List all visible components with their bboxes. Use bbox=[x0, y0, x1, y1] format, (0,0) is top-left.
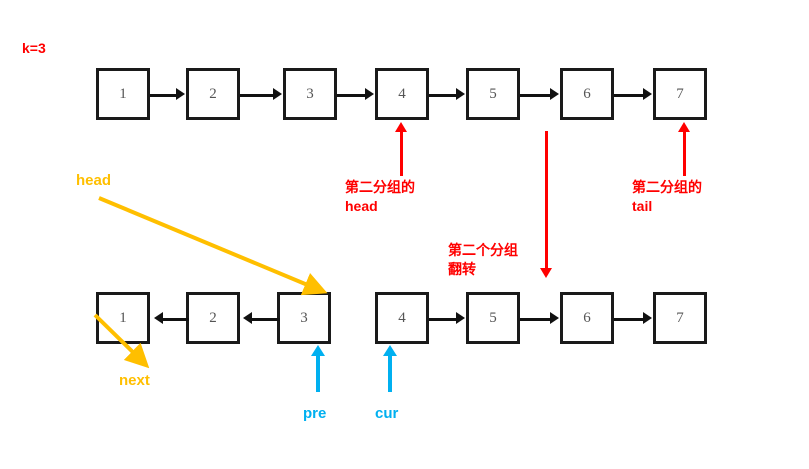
reverse-arrowhead bbox=[540, 268, 552, 278]
second-group-tail-label: 第二分组的 tail bbox=[632, 179, 702, 214]
bottom-arrowhead-6-7 bbox=[643, 312, 652, 324]
bottom-arrowhead-5-6 bbox=[550, 312, 559, 324]
top-arrowhead-6-7 bbox=[643, 88, 652, 100]
top-node-5: 5 bbox=[466, 68, 520, 120]
bottom-node-5: 5 bbox=[466, 292, 520, 344]
bottom-link-5-6 bbox=[520, 318, 552, 321]
second-group-head-arrowhead bbox=[395, 122, 407, 132]
bottom-arrowhead-2-1 bbox=[154, 312, 163, 324]
top-node-4: 4 bbox=[375, 68, 429, 120]
top-link-4-5 bbox=[429, 94, 458, 97]
top-arrowhead-3-4 bbox=[365, 88, 374, 100]
second-group-head-arrow-line bbox=[400, 132, 403, 176]
bottom-arrowhead-3-2 bbox=[243, 312, 252, 324]
reverse-operation-label: 第二个分组 翻转 bbox=[448, 242, 518, 277]
cur-pointer-label: cur bbox=[375, 405, 399, 422]
bottom-node-2: 2 bbox=[186, 292, 240, 344]
top-arrowhead-1-2 bbox=[176, 88, 185, 100]
top-node-7: 7 bbox=[653, 68, 707, 120]
bottom-link-4-5 bbox=[429, 318, 458, 321]
top-arrowhead-4-5 bbox=[456, 88, 465, 100]
pre-pointer-arrowhead bbox=[311, 345, 325, 356]
next-pointer-label: next bbox=[119, 372, 150, 389]
second-group-tail-arrowhead bbox=[678, 122, 690, 132]
top-node-3: 3 bbox=[283, 68, 337, 120]
bottom-link-2-1 bbox=[161, 318, 189, 321]
top-link-3-4 bbox=[337, 94, 367, 97]
bottom-node-1: 1 bbox=[96, 292, 150, 344]
second-group-tail-arrow-line bbox=[683, 132, 686, 176]
second-group-head-label: 第二分组的 head bbox=[345, 179, 415, 214]
top-node-2: 2 bbox=[186, 68, 240, 120]
bottom-node-4: 4 bbox=[375, 292, 429, 344]
top-arrowhead-5-6 bbox=[550, 88, 559, 100]
bottom-link-6-7 bbox=[614, 318, 645, 321]
k-value-label: k=3 bbox=[22, 40, 46, 56]
pre-pointer-arrow-line bbox=[316, 356, 320, 392]
top-link-6-7 bbox=[614, 94, 645, 97]
cur-pointer-arrow-line bbox=[388, 356, 392, 392]
top-link-5-6 bbox=[520, 94, 552, 97]
top-arrowhead-2-3 bbox=[273, 88, 282, 100]
cur-pointer-arrowhead bbox=[383, 345, 397, 356]
bottom-node-7: 7 bbox=[653, 292, 707, 344]
top-node-1: 1 bbox=[96, 68, 150, 120]
pre-pointer-label: pre bbox=[303, 405, 327, 422]
top-link-2-3 bbox=[240, 94, 275, 97]
bottom-link-3-2 bbox=[250, 318, 280, 321]
reverse-arrow-line bbox=[545, 131, 548, 269]
top-node-6: 6 bbox=[560, 68, 614, 120]
head-pointer-label: head bbox=[76, 172, 112, 189]
bottom-node-3: 3 bbox=[277, 292, 331, 344]
bottom-node-6: 6 bbox=[560, 292, 614, 344]
head-pointer-arrow bbox=[98, 196, 328, 296]
bottom-arrowhead-4-5 bbox=[456, 312, 465, 324]
top-link-1-2 bbox=[150, 94, 178, 97]
